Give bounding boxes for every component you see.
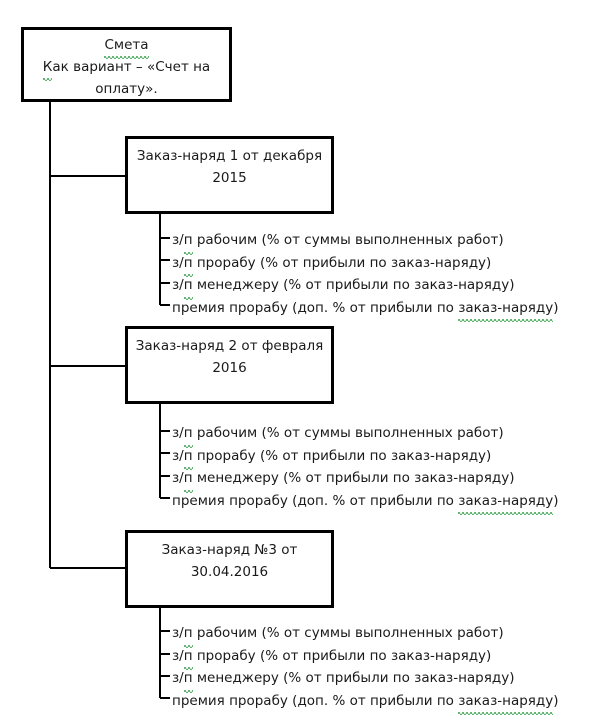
leaf-item-manager-salary-3: з/п менеджеру (% от прибыли по заказ-нар… <box>172 667 592 692</box>
leaf-item-tail: менеджеру (% от прибыли по заказ-наряду) <box>192 470 515 486</box>
leaf-item-tail: менеджеру (% от прибыли по заказ-наряду) <box>192 670 515 686</box>
leaf-item-head: премия прорабу (доп. % от прибыли по <box>172 692 459 709</box>
leaf-item-tail: рабочим (% от суммы выполненных работ) <box>192 425 504 441</box>
node-box-order-3-line1: Заказ-наряд №3 от <box>161 542 298 558</box>
spellcheck-word-zp: п <box>183 667 193 692</box>
spellcheck-word-zakaz-naryadu: заказ-наряду <box>458 297 554 322</box>
spellcheck-word-smeta: Смета <box>104 34 149 59</box>
node-box-order-2-text: Заказ-наряд 2 от февраля 2016 <box>128 329 331 379</box>
node-box-order-3-line2: 30.04.2016 <box>190 564 269 580</box>
node-box-order-2[interactable]: Заказ-наряд 2 от февраля 2016 <box>125 326 334 404</box>
leaf-item-tail: рабочим (% от суммы выполненных работ) <box>192 232 504 248</box>
node-box-order-2-line2: 2016 <box>212 360 247 376</box>
spellcheck-word-zp: п <box>183 252 193 277</box>
spellcheck-word-zp: п <box>183 422 193 447</box>
node-box-order-3[interactable]: Заказ-наряд №3 от 30.04.2016 <box>125 530 334 608</box>
leaf-item-head: премия прорабу (доп. % от прибыли по <box>172 492 459 509</box>
leaf-item-workers-salary-2: з/п рабочим (% от суммы выполненных рабо… <box>172 422 592 447</box>
spellcheck-word-zakaz-naryadu: заказ-наряду <box>458 690 554 715</box>
node-box-order-1[interactable]: Заказ-наряд 1 от декабря 2015 <box>125 136 334 214</box>
spellcheck-word-zp: п <box>183 445 193 470</box>
leaf-item-head: премия прорабу (доп. % от прибыли по <box>172 299 459 316</box>
spellcheck-word-zp: п <box>183 622 193 647</box>
leaf-item-workers-salary-3: з/п рабочим (% от суммы выполненных рабо… <box>172 622 592 647</box>
leaf-item-manager-salary-1: з/п менеджеру (% от прибыли по заказ-нар… <box>172 274 592 299</box>
node-box-order-2-line1: Заказ-наряд 2 от февраля <box>135 338 324 354</box>
leaf-item-foreman-bonus-3: премия прорабу (доп. % от прибыли по зак… <box>172 690 592 715</box>
node-box-order-1-line1: Заказ-наряд 1 от декабря <box>136 148 323 164</box>
spellcheck-word-zp: п <box>183 467 193 492</box>
leaf-item-tail: прорабу (% от прибыли по заказ-наряду) <box>192 447 492 464</box>
leaf-item-tail: прорабу (% от прибыли по заказ-наряду) <box>192 254 492 271</box>
leaf-item-foreman-salary-1: з/п прорабу (% от прибыли по заказ-наряд… <box>172 252 592 277</box>
spellcheck-word-zp: п <box>183 229 193 254</box>
node-box-estimate-line2: ак вариант – «Счет на <box>52 59 211 75</box>
leaf-item-foreman-bonus-2: премия прорабу (доп. % от прибыли по зак… <box>172 490 592 515</box>
leaf-item-foreman-salary-2: з/п прорабу (% от прибыли по заказ-наряд… <box>172 445 592 470</box>
leaf-list-order-2: з/п рабочим (% от суммы выполненных рабо… <box>172 422 592 515</box>
node-box-order-3-text: Заказ-наряд №3 от 30.04.2016 <box>128 533 331 583</box>
leaf-item-tail: менеджеру (% от прибыли по заказ-наряду) <box>192 277 515 293</box>
leaf-item-workers-salary-1: з/п рабочим (% от суммы выполненных рабо… <box>172 229 592 254</box>
leaf-list-order-1: з/п рабочим (% от суммы выполненных рабо… <box>172 229 592 322</box>
spellcheck-word-kak: К <box>42 56 52 81</box>
spellcheck-word-zakaz-naryadu: заказ-наряду <box>458 490 554 515</box>
node-box-estimate-line3: оплату». <box>95 81 158 97</box>
leaf-item-foreman-salary-3: з/п прорабу (% от прибыли по заказ-наряд… <box>172 645 592 670</box>
leaf-item-tail: рабочим (% от суммы выполненных работ) <box>192 625 504 641</box>
node-box-order-1-text: Заказ-наряд 1 от декабря 2015 <box>128 139 331 189</box>
spellcheck-word-zp: п <box>183 645 193 670</box>
leaf-item-manager-salary-2: з/п менеджеру (% от прибыли по заказ-нар… <box>172 467 592 492</box>
leaf-item-foreman-bonus-1: премия прорабу (доп. % от прибыли по зак… <box>172 297 592 322</box>
node-box-order-1-line2: 2015 <box>212 170 247 186</box>
spellcheck-word-zp: п <box>183 274 193 299</box>
leaf-item-tail: прорабу (% от прибыли по заказ-наряду) <box>192 647 492 664</box>
leaf-list-order-3: з/п рабочим (% от суммы выполненных рабо… <box>172 622 592 715</box>
